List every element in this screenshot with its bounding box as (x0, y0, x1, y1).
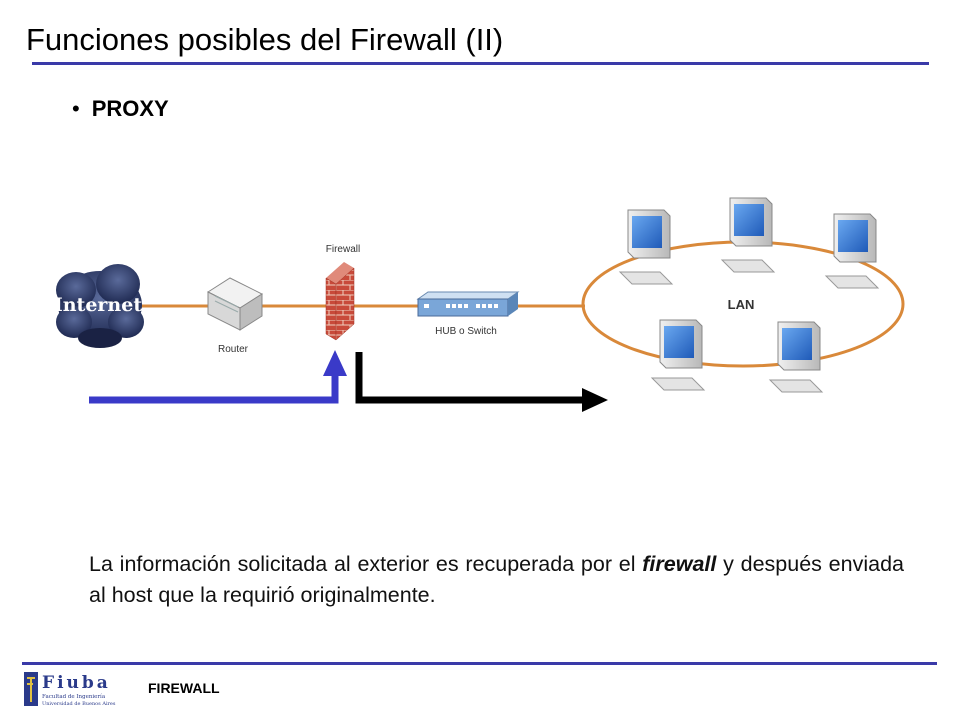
bullet-label: PROXY (91, 96, 169, 121)
logo-text: Fiuba (42, 673, 111, 693)
request-arrow (89, 372, 339, 404)
caption-text: La información solicitada al exterior es… (89, 549, 904, 611)
lan-label: LAN (728, 297, 755, 312)
caption-emphasis: firewall (642, 552, 717, 576)
router-icon (206, 277, 264, 331)
response-arrow (355, 352, 585, 404)
logo-subtitle-2: Universidad de Buenos Aires (42, 701, 116, 707)
firewall-icon (325, 262, 355, 341)
hub-switch-label: HUB o Switch (435, 326, 497, 337)
workstation-3-icon (824, 213, 880, 289)
slide-title: Funciones posibles del Firewall (II) (26, 22, 504, 57)
internet-cloud-icon (56, 264, 144, 348)
logo-subtitle-1: Facultad de Ingeniería (42, 693, 106, 700)
workstation-4-icon (650, 319, 706, 391)
request-arrowhead-icon (323, 350, 347, 376)
title-divider (32, 62, 929, 65)
footer-divider (22, 662, 937, 665)
footer-label: FIREWALL (148, 680, 220, 696)
firewall-label: Firewall (326, 244, 360, 255)
hub-switch-icon (416, 291, 520, 317)
response-arrowhead-icon (582, 388, 608, 412)
router-label: Router (218, 344, 249, 355)
caption-part1: La información solicitada al exterior es… (89, 552, 643, 576)
workstation-2-icon (720, 197, 776, 273)
fiuba-logo: Fiuba Facultad de Ingeniería Universidad… (24, 672, 116, 707)
caption-part2: y después enviada al host que la requiri… (89, 552, 904, 607)
bullet-dot-icon: • (72, 96, 80, 121)
bullet-item: • PROXY (72, 96, 169, 122)
internet-label: Internet (54, 294, 142, 316)
workstation-1-icon (618, 209, 674, 285)
workstation-5-icon (768, 321, 824, 393)
